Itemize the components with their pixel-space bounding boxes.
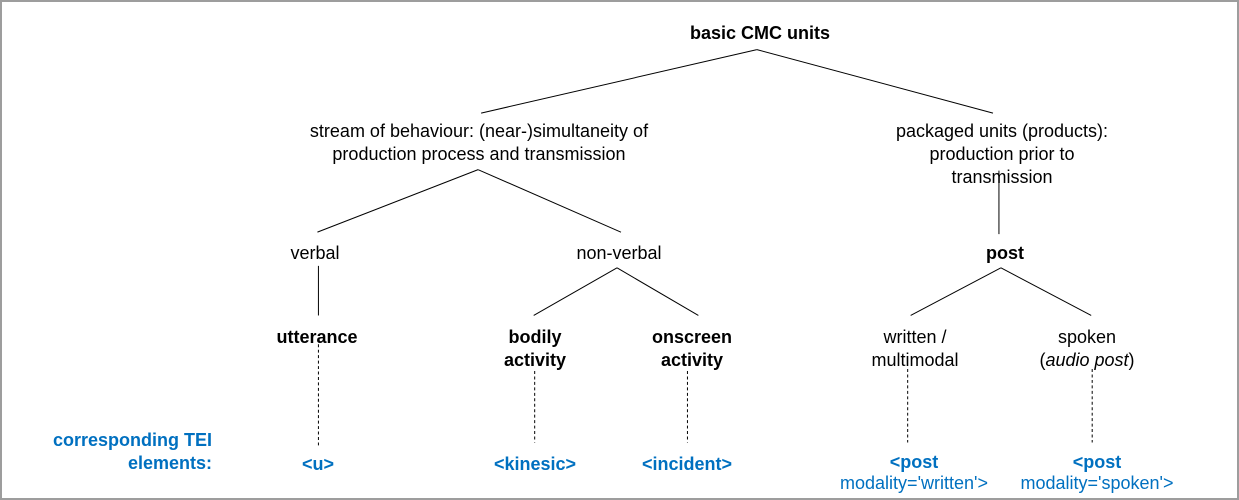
tei-elements-caption: corresponding TEI elements: — [52, 430, 212, 473]
edge-post-spoken — [1000, 267, 1092, 316]
node-utterance: utterance — [276, 327, 358, 347]
edge-nonverbal-onscreen — [616, 267, 699, 316]
edge-root-packaged — [756, 49, 994, 114]
node-verbal: verbal — [290, 243, 340, 263]
tei-kinesic-element: <kinesic> — [493, 454, 577, 474]
edge-root-stream — [481, 49, 758, 114]
edge-stream-verbal — [317, 169, 479, 233]
spoken-label: spoken — [1057, 327, 1117, 347]
node-spoken-audio-post: spoken (audio post) — [1039, 326, 1134, 372]
post-written-tag: <post — [889, 452, 939, 472]
node-packaged-units: packaged units (products): production pr… — [895, 121, 1109, 187]
node-post: post — [986, 243, 1024, 263]
tei-u-element: <u> — [301, 454, 335, 474]
edge-stream-nonverbal — [477, 169, 622, 233]
edge-post-written — [910, 267, 1002, 316]
post-spoken-tag: <post — [1072, 452, 1122, 472]
post-spoken-attribute: modality='spoken'> — [1020, 473, 1174, 493]
node-bodily-activity: bodily activity — [503, 327, 567, 370]
paren-open: ( — [1039, 350, 1046, 370]
paren-close: ) — [1128, 350, 1135, 370]
edge-nonverbal-bodily — [533, 267, 618, 316]
tei-incident-element: <incident> — [641, 454, 733, 474]
node-written-multimodal: written / multimodal — [871, 327, 959, 370]
post-written-attribute: modality='written'> — [840, 473, 988, 493]
node-stream-of-behaviour: stream of behaviour: (near-)simultaneity… — [309, 121, 649, 164]
audio-post-italic: audio post — [1045, 350, 1129, 370]
node-onscreen-activity: onscreen activity — [651, 327, 733, 370]
node-non-verbal: non-verbal — [576, 243, 662, 263]
node-basic-cmc-units: basic CMC units — [689, 23, 831, 43]
